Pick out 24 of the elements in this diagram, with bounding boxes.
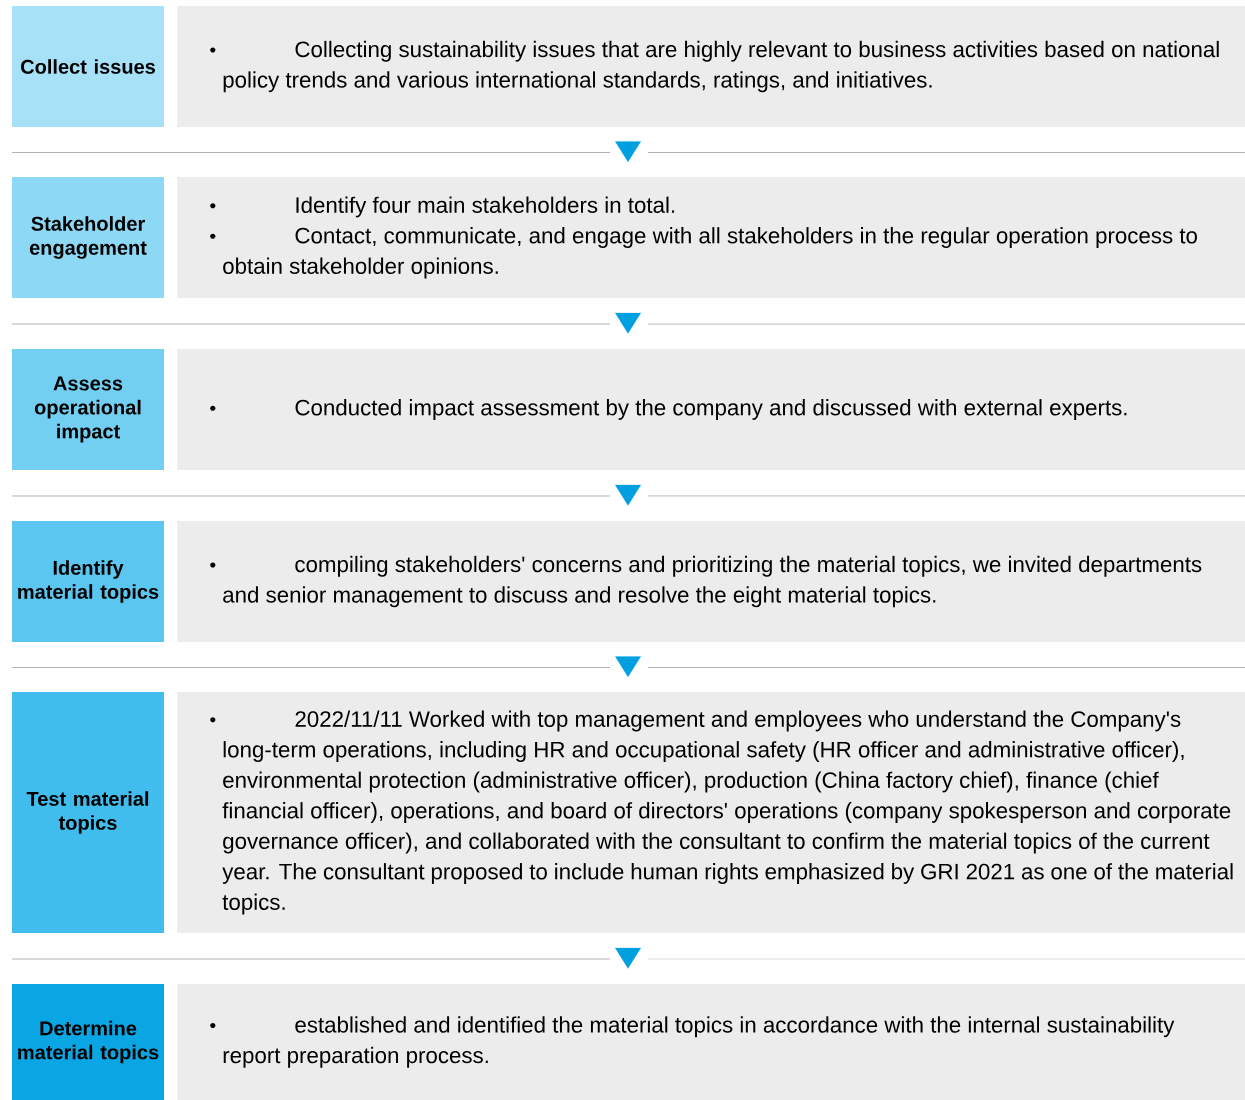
bullet-text: compiling stakeholders' concerns and prioritizing the material topics, we invited departments and senior management to discuss and resolve the eight material topics. [223,555,1202,608]
step-box: Collect issues [12,6,164,127]
bullet-text: 2022/11/11 Worked with top management and employees who understand the Company's long-term operations, including HR and occupational safety (HR officer and administrative officer), environmental protection (administrative officer), production (China factory chief), finance (chief financial officer), operations, and board of directors' operations (company spokesperson and corporate governance officer), and collaborated with the consultant to confirm the material topics of the current year. The consultant proposed to include human rights emphasized by GRI 2021 as one of the material topics. [222,710,1233,915]
arrow [615,484,641,506]
step-box: Determine material topics [12,984,164,1100]
step-box: Identify material topics [12,521,164,642]
arrow [615,141,641,163]
description-panel [177,984,1245,1100]
arrow [615,947,641,969]
arrow [615,656,641,678]
bullet-text: Collecting sustainability issues that are highly relevant to business activities based on national policy trends and various international standards, ratings, and initiatives. [223,40,1219,93]
step-box: Stakeholder engagement [12,177,164,298]
bullet-text: established and identified the material topics in accordance with the internal sustainability report preparation process. [223,1016,1175,1068]
bullet-text: Contact, communicate, and engage with all stakeholders in the regular operation process to obtain stakeholder opinions. [223,227,1197,279]
bullet-text: Identify four main stakeholders in total. [296,196,675,218]
step-box: Test material topics [12,692,164,933]
bullet-text: Conducted impact assessment by the company and discussed with external experts. [295,399,1127,420]
description-panel [177,177,1245,298]
arrow [615,312,641,334]
step-box: Assess operational impact [12,349,164,470]
description-panel [177,349,1245,470]
description-panel [177,521,1245,642]
description-panel [177,6,1245,127]
description-panel [177,692,1245,933]
